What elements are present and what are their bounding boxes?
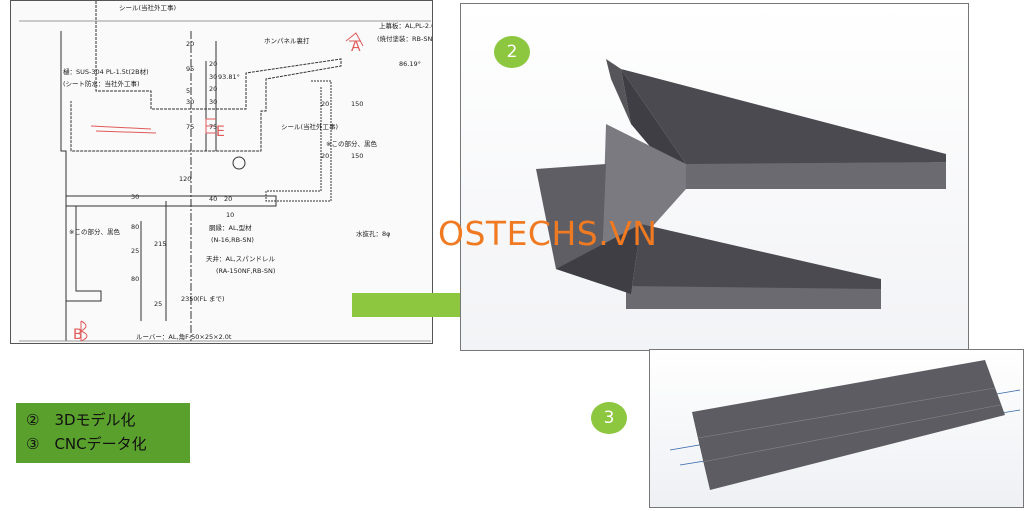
dimension: 80 [131, 223, 139, 231]
drawing-label: ※この部分、黒色 [326, 139, 377, 148]
dimension: 10 [226, 211, 234, 219]
drawing-label: シール(当社外工事) [281, 122, 338, 131]
step-cnc-data: ③ CNCデータ化 [26, 435, 147, 453]
dimension: 30 [186, 98, 194, 106]
dimension: 75 [186, 123, 194, 131]
dimension: 20 [209, 85, 217, 93]
drawing-label: シール(当社外工事) [119, 3, 176, 12]
drawing-label: 水抜孔：8φ [356, 229, 390, 238]
dimension: 20 [321, 100, 329, 108]
dimension: 215 [154, 240, 166, 248]
dimension: 20 [321, 152, 329, 160]
dimension: 20 [186, 40, 194, 48]
drawing-label: (シート防水：当社外工事) [63, 79, 140, 88]
steps-label: ② 3Dモデル化 ③ CNCデータ化 [16, 403, 190, 463]
marker: A [351, 39, 361, 55]
drawing-label: 上幕板：AL,PL-2.0t [379, 21, 432, 30]
angle: 93.81° [218, 73, 240, 81]
dimension: 120 [179, 175, 191, 183]
marker: E [216, 124, 225, 140]
dimension: 30 [209, 98, 217, 106]
drawing-label: (焼付塗装：RB-SN合わせ) [377, 34, 432, 43]
drawing-label: ルーバー：AL,角F-50×25×2.0t [136, 332, 232, 341]
drawing-label: (RA-150NF,RB-SN) [216, 267, 275, 275]
dimension: 20 [224, 195, 232, 203]
step-3d-model: ② 3Dモデル化 [26, 411, 136, 429]
dimension: 20 [209, 60, 217, 68]
dimension: 2350 [181, 295, 198, 303]
dimension: 80 [131, 275, 139, 283]
dimension: (FL まで) [197, 295, 225, 303]
dimension: 30 [131, 193, 139, 201]
drawing-label: 胴縁：AL,型材 [209, 223, 252, 232]
dimension: 150 [351, 100, 363, 108]
dimension: 75 [209, 123, 217, 131]
arrow-right-icon [352, 282, 494, 332]
angle: 86.19° [399, 60, 421, 68]
dimension: 95 [186, 65, 194, 73]
drawing-label: ※この部分、黒色 [69, 227, 120, 236]
dimension: 25 [154, 300, 162, 308]
dimension: 5 [186, 87, 190, 95]
dimension: 25 [131, 247, 139, 255]
drawing-label: 天井：AL,スパンドレル [206, 254, 275, 263]
step-badge-2: 2 [494, 36, 530, 68]
watermark: OSTECHS.VN [438, 214, 658, 253]
dimension: 40 [209, 195, 217, 203]
marker: B [73, 327, 83, 343]
3d-model-view [460, 3, 969, 351]
dimension: 30 [209, 73, 217, 81]
drawing-label: (N-16,RB-SN) [211, 236, 254, 244]
step-badge-3: 3 [591, 402, 627, 434]
drawing-annotations: シール(当社外工事) ホンパネル裏打 上幕板：AL,PL-2.0t (焼付塗装：… [63, 3, 454, 343]
cad-drawing: シール(当社外工事) ホンパネル裏打 上幕板：AL,PL-2.0t (焼付塗装：… [10, 0, 454, 344]
drawing-label: ホンパネル裏打 [264, 36, 310, 45]
drawing-label: 樋：SUS-304 PL-1.5t(2B材) [63, 67, 149, 76]
dimension: 150 [351, 152, 363, 160]
cnc-model-view [649, 349, 1024, 508]
